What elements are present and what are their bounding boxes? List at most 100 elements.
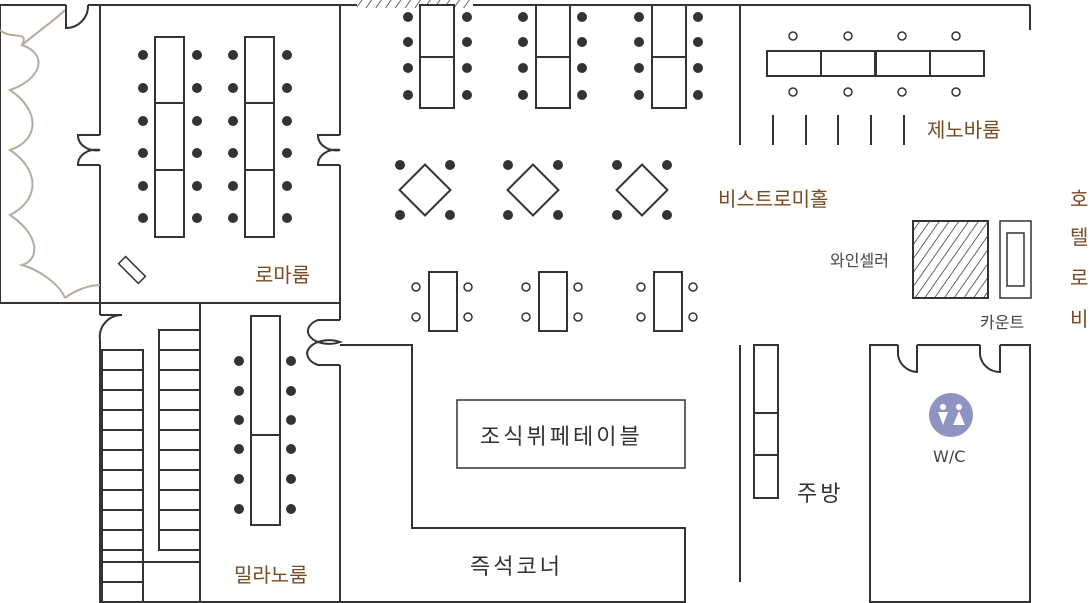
table — [875, 50, 931, 77]
table — [653, 271, 683, 332]
chair — [228, 181, 238, 191]
hotel-lobby-char: 텔 — [1070, 225, 1088, 249]
table — [244, 102, 275, 171]
chair — [634, 90, 644, 100]
chair — [843, 87, 853, 97]
wc-label: W/C — [933, 447, 965, 466]
stair-step — [158, 449, 201, 471]
breakfast-buffet-label: 조식뷔페테이블 — [480, 425, 643, 450]
chair — [395, 160, 405, 170]
table — [651, 4, 687, 58]
wine-cellar-label: 와인셀러 — [830, 251, 889, 270]
chair — [577, 63, 587, 73]
stair-step — [101, 369, 144, 391]
chair — [234, 504, 244, 514]
room-label-bistro: 비스트로미홀 — [718, 187, 828, 211]
stair-landing — [142, 561, 201, 603]
table — [766, 50, 822, 77]
table — [820, 50, 876, 77]
table — [154, 36, 185, 105]
chair — [693, 90, 703, 100]
table — [244, 36, 275, 105]
stair-step — [101, 469, 144, 491]
furniture — [101, 4, 985, 603]
shelf — [753, 344, 779, 414]
chair — [282, 83, 292, 93]
table — [398, 163, 452, 217]
chair — [192, 213, 202, 223]
chair — [228, 83, 238, 93]
chair — [463, 312, 473, 322]
chair — [518, 37, 528, 47]
stair-step — [158, 389, 201, 411]
stair-step — [158, 429, 201, 451]
table — [428, 271, 458, 332]
stair-step — [101, 349, 144, 371]
stair-step — [101, 529, 144, 551]
stair-step — [158, 489, 201, 511]
chair — [518, 90, 528, 100]
chair — [234, 444, 244, 454]
chair — [897, 87, 907, 97]
stair-step — [158, 329, 201, 351]
garden-curves — [0, 9, 101, 299]
chair — [693, 63, 703, 73]
chair — [577, 37, 587, 47]
doors — [65, 4, 1001, 374]
walls — [0, 0, 1031, 603]
stair-step — [158, 409, 201, 431]
table — [506, 163, 560, 217]
shelf — [753, 412, 779, 456]
stair-step — [101, 581, 144, 603]
stair-step — [101, 561, 144, 583]
chair — [462, 63, 472, 73]
stair-step — [158, 369, 201, 391]
chair — [636, 282, 646, 292]
chair — [282, 50, 292, 60]
hotel-lobby-char: 로 — [1070, 266, 1088, 290]
chair — [634, 12, 644, 22]
chair — [518, 12, 528, 22]
chair — [286, 444, 296, 454]
chair — [521, 282, 531, 292]
chair — [286, 386, 296, 396]
chair — [286, 415, 296, 425]
chair — [577, 90, 587, 100]
table — [615, 163, 669, 217]
chair — [788, 31, 798, 41]
chair — [951, 87, 961, 97]
chair — [788, 87, 798, 97]
chair — [395, 210, 405, 220]
chair — [228, 148, 238, 158]
room-label-zeno: 제노바룸 — [927, 118, 1001, 142]
stair-step — [158, 509, 201, 531]
hotel-lobby-char: 호 — [1070, 187, 1088, 211]
live-corner-label: 즉석코너 — [470, 555, 563, 580]
chair — [636, 312, 646, 322]
room-label-roma: 로마룸 — [255, 263, 310, 287]
table — [535, 56, 571, 109]
chair — [228, 116, 238, 126]
table — [419, 56, 455, 109]
chair — [553, 160, 563, 170]
stair-step — [101, 489, 144, 511]
stair-step — [101, 449, 144, 471]
chair — [192, 181, 202, 191]
chair — [573, 282, 583, 292]
chair — [403, 90, 413, 100]
chair — [411, 312, 421, 322]
table — [250, 315, 281, 436]
chair — [693, 12, 703, 22]
chair — [138, 83, 148, 93]
chair — [192, 83, 202, 93]
chair — [462, 12, 472, 22]
stair-step — [158, 469, 201, 491]
chair — [234, 415, 244, 425]
chair — [577, 12, 587, 22]
wc-icon — [929, 393, 973, 437]
chair — [192, 50, 202, 60]
stair-step — [158, 529, 201, 551]
chair — [282, 213, 292, 223]
chair — [228, 50, 238, 60]
